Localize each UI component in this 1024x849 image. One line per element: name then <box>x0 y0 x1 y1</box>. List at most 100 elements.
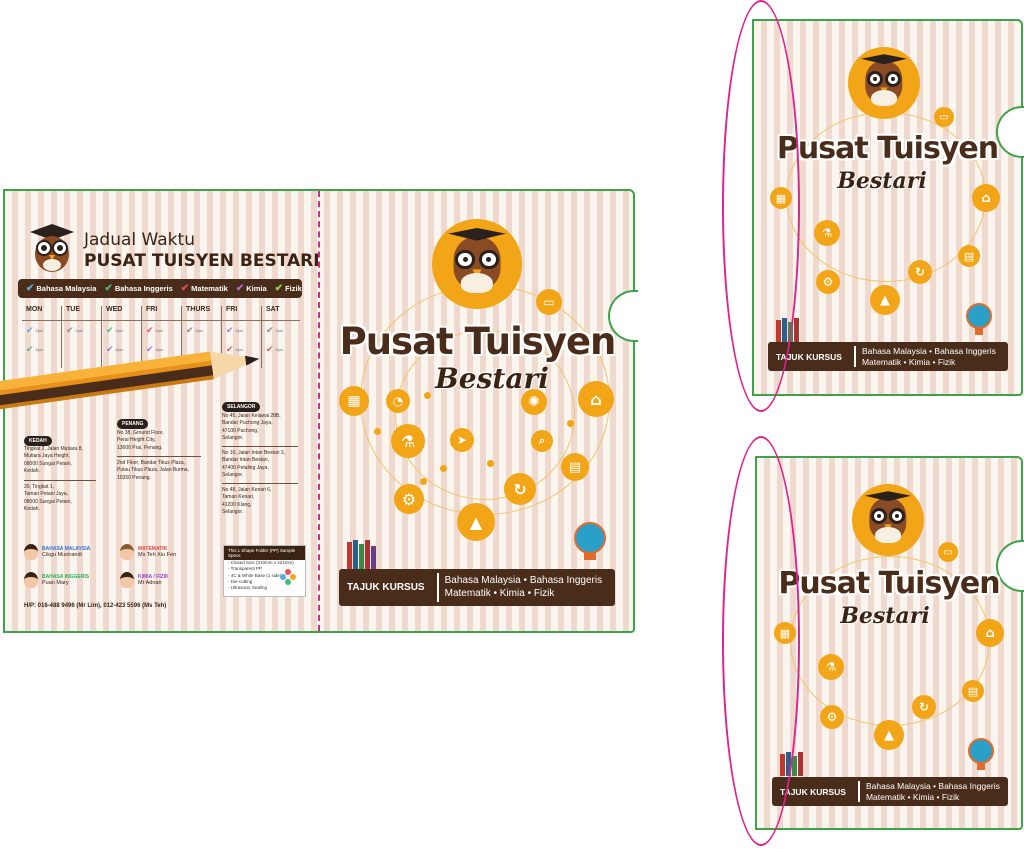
cover-title: Pusat Tuisyen <box>778 566 1000 601</box>
avatar <box>120 544 134 560</box>
specs-box: This L Shape Folder (PP) Sample Specs - … <box>223 545 306 597</box>
address-divider <box>117 456 201 457</box>
laptop-icon: ▭ <box>536 289 562 315</box>
course-bar: TAJUK KURSUS Bahasa Malaysia • Bahasa In… <box>772 777 1008 806</box>
book-icon: ▤ <box>962 680 984 702</box>
paper-plane-icon: ➤ <box>450 428 474 452</box>
location-tag-penang: PENANG <box>117 419 149 429</box>
avatar <box>120 572 134 588</box>
address-block: 20, Tingkat 1,Taman Petani Jaya,08000 Su… <box>24 484 72 512</box>
owl-icon <box>852 484 924 556</box>
owl-icon <box>432 219 522 309</box>
cover-title: Pusat Tuisyen <box>776 131 999 166</box>
course-bar-label: TAJUK KURSUS <box>780 786 846 797</box>
contact-numbers: H/P: 016-488 9496 (Mr Lim), 012-423 5596… <box>24 603 167 609</box>
day-column: WED✔5pm✔8pm <box>102 306 142 368</box>
address-block: Tingkat 2, Jalan Mutiara 8,Mutiara Jaya … <box>24 446 83 474</box>
cover-subtitle: Bestari <box>435 362 549 395</box>
subject-legend-item: ✔Bahasa Malaysia <box>26 283 97 294</box>
subject-legend-item: ✔Bahasa Inggeris <box>104 283 173 294</box>
timetable-subtitle: PUSAT TUISYEN BESTARI <box>84 251 320 271</box>
gear-icon: ⚙ <box>394 484 424 514</box>
network-dot <box>374 428 381 435</box>
calculator-icon: ▦ <box>339 386 369 416</box>
subject-legend-item: ✔Fizik <box>274 283 302 294</box>
day-column: FRI✔5pm✔8pm <box>222 306 262 368</box>
owl-icon <box>30 224 74 272</box>
book-icon: ▤ <box>958 245 980 267</box>
address-block: No 48, Jalan Kenari 6,Taman Kenari,41200… <box>222 487 272 515</box>
highlight-ellipse <box>722 436 800 846</box>
subject-legend: ✔Bahasa Malaysia ✔Bahasa Inggeris ✔Matem… <box>18 279 302 298</box>
cover-subtitle: Bestari <box>837 168 927 194</box>
graduation-cap-icon: ▲ <box>870 285 900 315</box>
course-bar: TAJUK KURSUS Bahasa Malaysia • Bahasa In… <box>339 569 615 606</box>
globe-icon <box>968 738 994 770</box>
timetable-grid: MON✔5pm✔8pm TUE✔5pm WED✔5pm✔8pm FRI✔5pm✔… <box>22 306 302 368</box>
network-dot <box>420 478 427 485</box>
graduation-cap-icon: ▲ <box>457 503 495 541</box>
day-column: FRI✔5pm✔8pm <box>142 306 182 368</box>
globe-icon <box>574 522 606 560</box>
network-dot <box>567 420 574 427</box>
address-divider <box>222 446 298 447</box>
day-column: TUE✔5pm <box>62 306 102 368</box>
network-dot <box>487 460 494 467</box>
refresh-icon: ↻ <box>504 473 536 505</box>
atom-icon: ✺ <box>521 389 547 415</box>
address-divider <box>222 483 298 484</box>
network-dot <box>440 465 447 472</box>
course-list-line: Bahasa Malaysia • Bahasa Inggeris <box>444 575 603 586</box>
fold-line <box>318 191 320 631</box>
globe-icon <box>966 303 992 335</box>
address-divider <box>24 480 96 481</box>
flask-icon: ⚗ <box>818 654 844 680</box>
gear-icon: ⚙ <box>816 270 840 294</box>
day-column: MON✔5pm✔8pm <box>22 306 62 368</box>
network-dot <box>424 392 431 399</box>
course-bar-label: TAJUK KURSUS <box>776 351 842 362</box>
course-list-line: Matematik • Kimia • Fizik <box>444 587 555 599</box>
course-bar: TAJUK KURSUS Bahasa Malaysia • Bahasa In… <box>768 342 1008 371</box>
books-icon <box>347 540 376 570</box>
book-icon: ▤ <box>561 453 589 481</box>
avatar <box>24 544 38 560</box>
address-block: No 45, Jalan Kelawai 28B,Bandar Puchong … <box>222 413 281 441</box>
refresh-icon: ↻ <box>912 695 936 719</box>
bank-icon: ⌂ <box>976 619 1004 647</box>
network-ring <box>395 330 575 500</box>
magnifier-icon: ⌕ <box>531 430 553 452</box>
compass-icon: ◔ <box>386 389 410 413</box>
flask-icon: ⚗ <box>391 424 425 458</box>
timetable-title: Jadual Waktu <box>84 230 195 250</box>
address-block: 2nd Floor, Bandar Tikus Plaza,Pulau Tiku… <box>117 460 189 481</box>
laptop-icon: ▭ <box>938 542 958 562</box>
location-tag-kedah: KEDAH <box>24 436 52 446</box>
day-column: THURS✔5pm <box>182 306 222 368</box>
subject-legend-item: ✔Matematik <box>180 283 228 294</box>
refresh-icon: ↻ <box>908 260 932 284</box>
graduation-cap-icon: ▲ <box>874 720 904 750</box>
address-block: No 38, Ground Floor,Perai Height City,13… <box>117 430 164 451</box>
cover-title: Pusat Tuisyen <box>339 320 617 363</box>
bank-icon: ⌂ <box>578 381 614 417</box>
location-tag-selangor: SELANGOR <box>222 402 261 412</box>
course-bar-label: TAJUK KURSUS <box>347 582 425 593</box>
specs-header: This L Shape Folder (PP) Sample Specs <box>224 546 305 560</box>
brand-logo-icon <box>280 569 296 585</box>
laptop-icon: ▭ <box>934 107 954 127</box>
avatar <box>24 572 38 588</box>
cover-subtitle: Bestari <box>840 603 930 629</box>
flask-icon: ⚗ <box>814 220 840 246</box>
day-column: SAT✔5pm✔8pm <box>266 306 284 354</box>
gear-icon: ⚙ <box>820 705 844 729</box>
address-block: No 10, Jalan Intan Bestari 3,Bandar Inta… <box>222 450 286 478</box>
owl-icon <box>848 47 920 119</box>
subject-legend-item: ✔Kimia <box>235 283 267 294</box>
timetable-rule <box>22 320 300 321</box>
highlight-ellipse <box>722 0 800 412</box>
